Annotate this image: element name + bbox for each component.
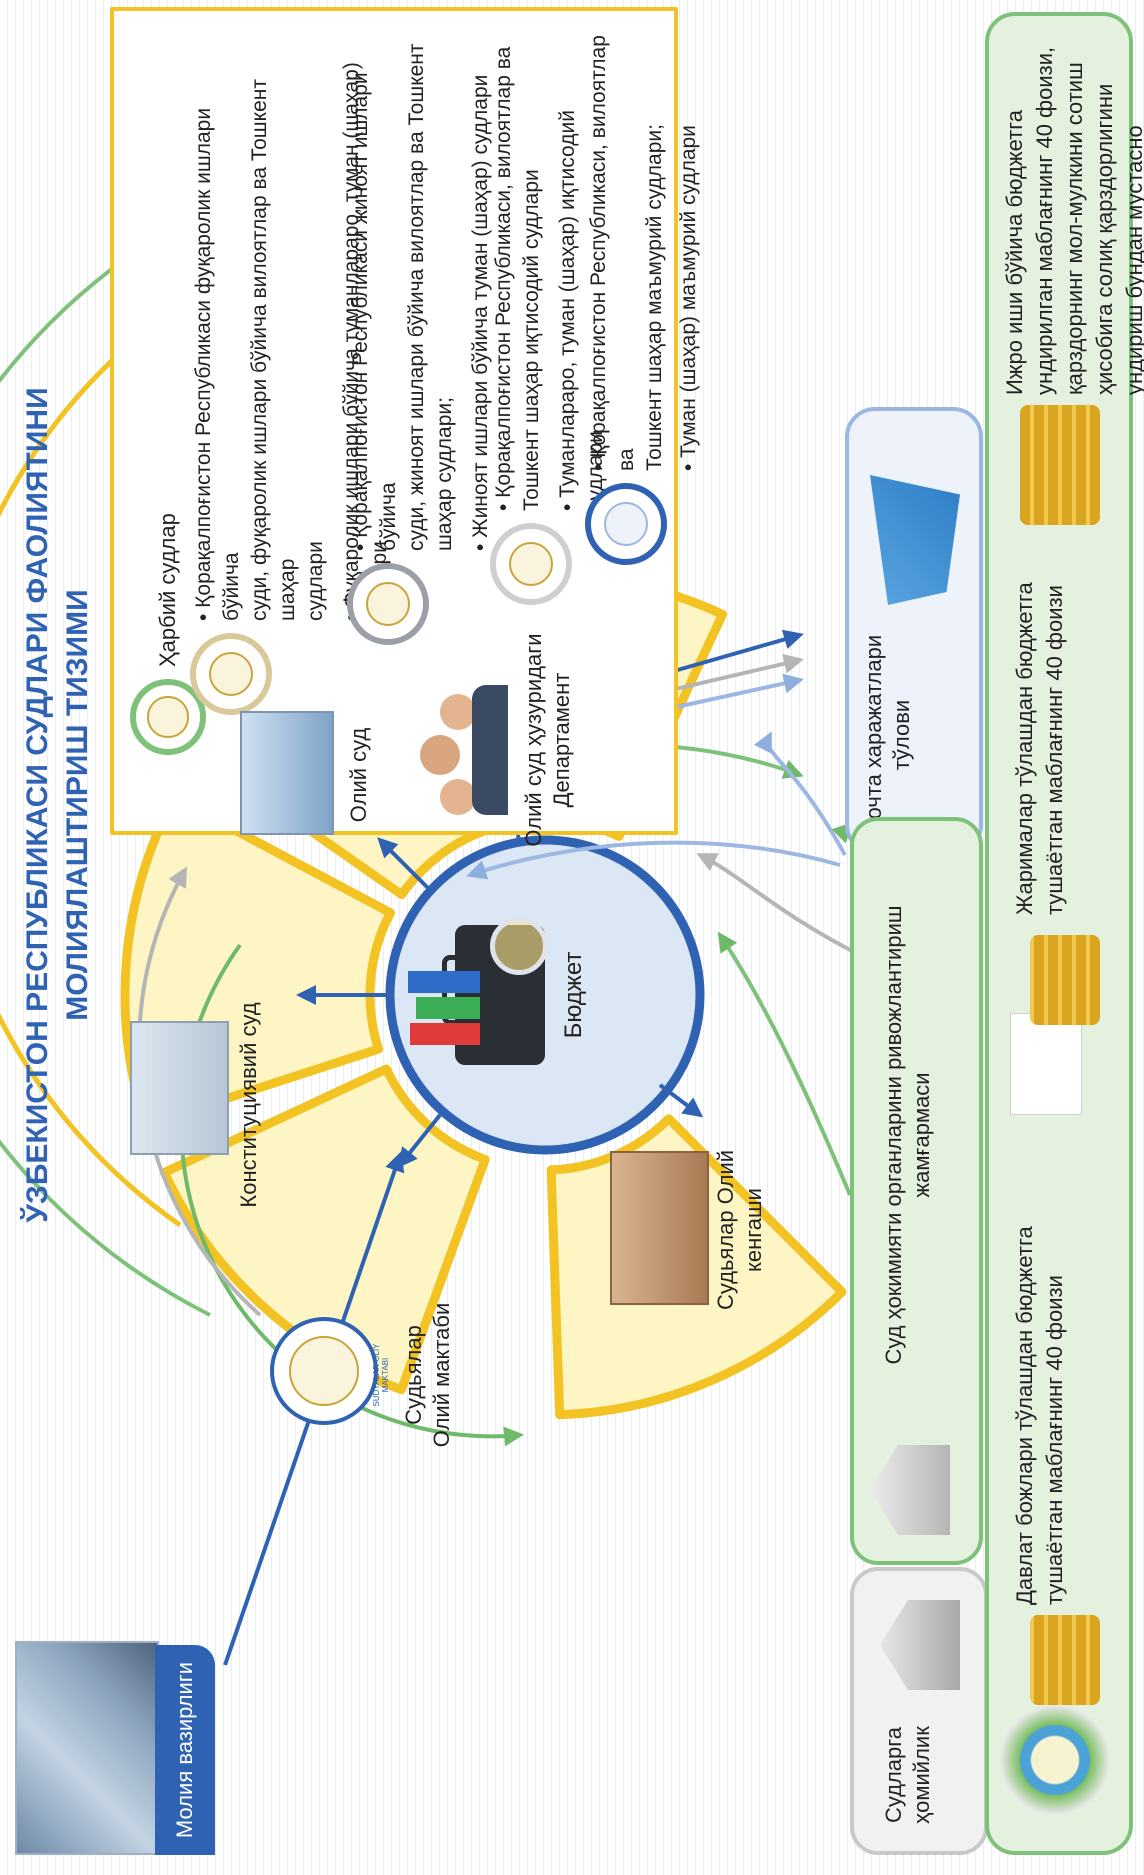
- court-administrative: • Қорақалпоғистон Республикаси, вилоятла…: [585, 35, 703, 565]
- constitutional-court-label: Конституциявий суд: [236, 1002, 261, 1208]
- arrow-budget-to-supreme: [377, 837, 432, 892]
- department-people-icon: [400, 675, 510, 815]
- outer-green-arc: [0, 183, 261, 1317]
- civil-line-1: • Қорақалпоғистон Республикаси фуқаролик…: [192, 107, 243, 621]
- civil-line-2: суди, фуқаролик ишлари бўйича вилоятлар …: [248, 79, 299, 621]
- gavel-coins-icon: [1020, 405, 1100, 525]
- judges-school-seal-icon: [270, 1317, 378, 1425]
- sponsorship-label: Судларга ҳомийлик: [881, 1726, 934, 1824]
- courts-list: Ҳарбий судлар • Қорақалпоғистон Республи…: [115, 35, 700, 755]
- judges-school-label: Судьялар Олий мактаби: [401, 1302, 454, 1448]
- ministry-label: Молия вазирлиги: [155, 1645, 215, 1855]
- administrative-line-1: • Қорақалпоғистон Республикаси, вилоятла…: [587, 35, 638, 471]
- fines-coins-icon: [1030, 935, 1100, 1025]
- outer-yellow-arc: [0, 302, 182, 1228]
- judges-school-seal-text: SUDYALAR OLIY MAKTABI: [372, 1343, 390, 1407]
- ministry-building-image: [15, 1641, 159, 1855]
- supreme-court-building-icon: [240, 711, 334, 835]
- criminal-line-1: • Қорақалпоғистон Республикаси жиноят иш…: [349, 72, 400, 551]
- court-criminal: • Қорақалпоғистон Республикаси жиноят иш…: [347, 35, 495, 645]
- department-label: Олий суд ҳузуридаги Департамент: [521, 633, 574, 847]
- arrow-sponsor-to-dept: [696, 853, 861, 957]
- economic-line-2: Тошкент шаҳар иқтисодий судлари: [520, 169, 543, 511]
- budget-briefcase-icon: [400, 895, 550, 1095]
- administrative-line-3: • Туман (шаҳар) маъмурий судлари: [677, 125, 700, 471]
- postal-label: Почта харажатлари тўлови: [861, 634, 914, 836]
- civil-line-3: судлари: [304, 541, 327, 621]
- administrative-courts-text: • Қорақалпоғистон Республикаси, вилоятла…: [585, 35, 703, 471]
- constitutional-court-building-icon: [130, 1021, 229, 1155]
- title-line-1: ЎЗБЕКИСТОН РЕСПУБЛИКАСИ СУДЛАРИ ФАОЛИЯТИ…: [21, 387, 54, 1223]
- state-fees-text: Давлат божлари тўлашдан бюджетга тушаётг…: [1012, 1226, 1067, 1605]
- arrow-postal-to-supreme: [466, 840, 841, 880]
- arrow-postal-to-dept: [753, 731, 847, 856]
- military-courts-label: Ҳарбий судлар: [155, 513, 180, 667]
- state-emblem-icon: [1000, 1705, 1110, 1815]
- budget-label: Бюджет: [560, 951, 587, 1039]
- page-title: ЎЗБЕКИСТОН РЕСПУБЛИКАСИ СУДЛАРИ ФАОЛИЯТИ…: [18, 255, 98, 1355]
- administrative-line-2: Тошкент шаҳар маъмурий судлари;: [643, 124, 666, 471]
- fine-receipt-icon: [1010, 1013, 1082, 1115]
- arrow-budget-to-council: [658, 1083, 704, 1118]
- criminal-line-2: суди, жиноят ишлари бўйича вилоятлар ва …: [405, 43, 428, 551]
- arrow-dept-economic: [659, 629, 804, 677]
- economic-seal-icon: [490, 523, 572, 605]
- supreme-court-label: Олий суд: [346, 727, 371, 823]
- judges-council-building-icon: [610, 1151, 709, 1305]
- fines-text: Жарималар тўлашдан бюджетга тушаётган ма…: [1012, 582, 1067, 915]
- arrow-fund-to-budget: [717, 931, 852, 1196]
- criminal-seal-icon: [347, 563, 429, 645]
- criminal-courts-text: • Қорақалпоғистон Республикаси жиноят иш…: [347, 35, 495, 551]
- civil-seal-icon: [190, 633, 272, 715]
- coins-icon: [1030, 1615, 1100, 1705]
- enforcement-text: Ижро иши бўйича бюджетга ундирилган мабл…: [1002, 46, 1144, 395]
- criminal-line-3: шаҳар судлари;: [433, 397, 456, 551]
- arrow-budget-to-school: [397, 1113, 442, 1169]
- economic-line-1: • Қорақалпоғистон Республикаси, вилоятла…: [492, 46, 515, 511]
- fund-label: Суд ҳокимияти органларини ривожлантириш …: [881, 905, 934, 1365]
- judges-council-label: Судьялар Олий кенгаши: [713, 1149, 766, 1311]
- title-line-2: МОЛИЯЛАШТИРИШ ТИЗИМИ: [61, 589, 94, 1021]
- administrative-seal-icon: [585, 483, 667, 565]
